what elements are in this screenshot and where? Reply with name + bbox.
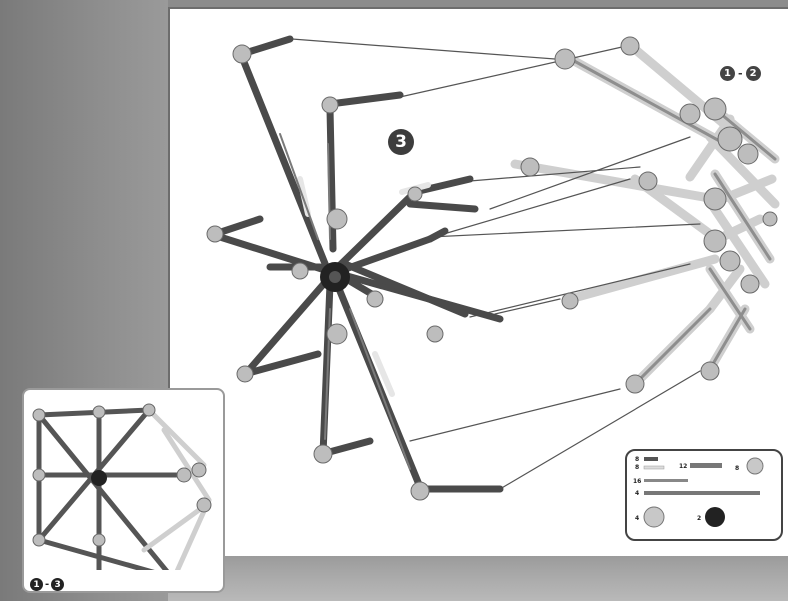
long-rod	[644, 479, 688, 482]
step-number: 3	[395, 132, 407, 152]
short-rod-dark	[644, 457, 658, 461]
count-3: 12	[679, 463, 687, 470]
reference-to-badge: 2	[746, 66, 761, 81]
bottom-background-band	[168, 556, 788, 601]
count-8: 2	[697, 515, 701, 522]
inset-reference-separator: -	[45, 579, 49, 590]
inset-reference-to-badge: 3	[51, 578, 64, 591]
count-7: 4	[635, 515, 639, 522]
longest-rod	[644, 491, 760, 495]
parts-illustrations	[627, 451, 783, 541]
count-6: 4	[635, 490, 639, 497]
half-connector	[747, 458, 763, 474]
reference-separator: -	[738, 67, 743, 80]
medium-rod	[690, 463, 722, 468]
reference-steps: 1 - 2	[720, 66, 761, 81]
count-2: 8	[635, 464, 639, 471]
count-5: 16	[633, 478, 641, 485]
instruction-page: 3 1 - 2 8 8 12 8 16 4 4 2	[168, 7, 788, 556]
dark-connector	[705, 507, 725, 527]
reference-from-badge: 1	[720, 66, 735, 81]
inset-preview: 1 - 3	[22, 388, 225, 593]
count-1: 8	[635, 456, 639, 463]
step-number-badge: 3	[388, 129, 414, 155]
inset-assembly-diagram	[24, 390, 223, 570]
new-rods	[215, 39, 500, 489]
light-connector	[644, 507, 664, 527]
count-4: 8	[735, 465, 739, 472]
inset-reference-steps: 1 - 3	[30, 578, 64, 591]
parts-list: 8 8 12 8 16 4 4 2	[625, 449, 783, 541]
existing-frame	[515, 45, 775, 384]
short-rod-light	[644, 466, 664, 469]
inset-reference-from-badge: 1	[30, 578, 43, 591]
